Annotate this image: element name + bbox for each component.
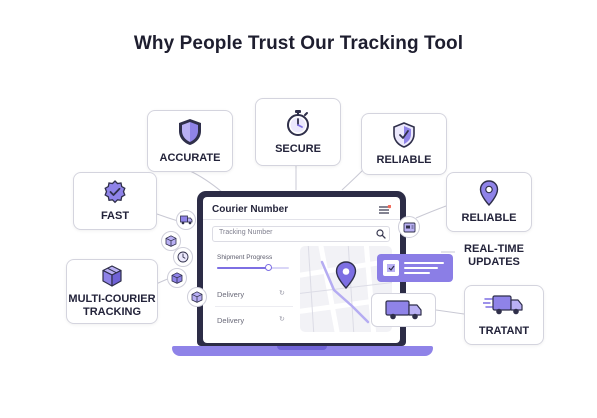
page-title: Why People Trust Our Tracking Tool [133, 33, 464, 54]
search-icon[interactable] [376, 229, 386, 239]
shield-check-icon [393, 121, 415, 148]
feature-label: TRATANT [478, 324, 530, 337]
realtime-line2: UPDATES [468, 256, 520, 268]
shipment-progress-bar [217, 264, 289, 271]
boxes-icon [102, 264, 122, 287]
refresh-icon[interactable]: ↻ [279, 316, 285, 323]
feature-label: ACCURATE [159, 151, 221, 164]
clock-side-icon [173, 247, 193, 267]
app-screen: Courier Number Tracking Number Shipment … [203, 197, 400, 343]
box-side-icon [187, 287, 207, 307]
feature-card-reliable: RELIABLE [361, 113, 447, 175]
delivery-row-label: Delivery [217, 290, 245, 299]
multi-courier-line1: MULTI-COURIER [68, 292, 156, 305]
map-pin-icon [335, 261, 357, 290]
refresh-icon[interactable]: ↻ [279, 290, 285, 297]
row-divider [215, 306, 293, 307]
delivery-truck-icon [483, 294, 523, 314]
feature-label: RELIABLE [376, 153, 432, 166]
feature-label: RELIABLE [461, 211, 517, 224]
delivery-row-label: Delivery [217, 316, 245, 325]
feature-label-realtime: REAL-TIME UPDATES [455, 243, 533, 269]
shipment-progress-label: Shipment Progress [217, 254, 273, 261]
feature-card-multi-courier: MULTI-COURIER TRACKING [66, 259, 158, 324]
multi-courier-line2: TRACKING [82, 305, 142, 318]
chat-notification [377, 254, 453, 282]
search-placeholder: Tracking Number [219, 229, 273, 236]
feature-label: MULTI-COURIER TRACKING [68, 293, 155, 319]
feature-card-fast: FAST [73, 172, 157, 230]
realtime-line1: REAL-TIME [464, 243, 524, 255]
header-divider [203, 219, 400, 220]
location-pin-icon [479, 179, 499, 206]
shield-icon [179, 118, 201, 145]
feature-card-reliable-location: RELIABLE [446, 172, 532, 232]
delivery-truck-icon [384, 300, 422, 320]
feature-label: SECURE [275, 142, 321, 155]
courier-number-title: Courier Number [212, 204, 289, 215]
package-scan-icon [398, 216, 420, 238]
menu-icon[interactable] [379, 205, 391, 215]
feature-card-tratant: TRATANT [464, 285, 544, 345]
progress-fill [217, 267, 269, 269]
feature-label: FAST [100, 209, 130, 222]
box-side-icon [161, 231, 181, 251]
laptop-base-notch [277, 346, 327, 350]
progress-knob [265, 264, 273, 271]
tracking-number-input[interactable]: Tracking Number [212, 226, 390, 242]
badge-check-icon [104, 179, 126, 203]
feature-card-accurate: ACCURATE [147, 110, 233, 172]
truck-status-tile [371, 293, 436, 327]
feature-card-secure: SECURE [255, 98, 341, 166]
laptop-base [172, 346, 433, 356]
notification-dot [387, 205, 391, 209]
truck-side-icon [176, 210, 196, 230]
stopwatch-icon [287, 109, 309, 136]
box-side-icon [167, 268, 187, 288]
